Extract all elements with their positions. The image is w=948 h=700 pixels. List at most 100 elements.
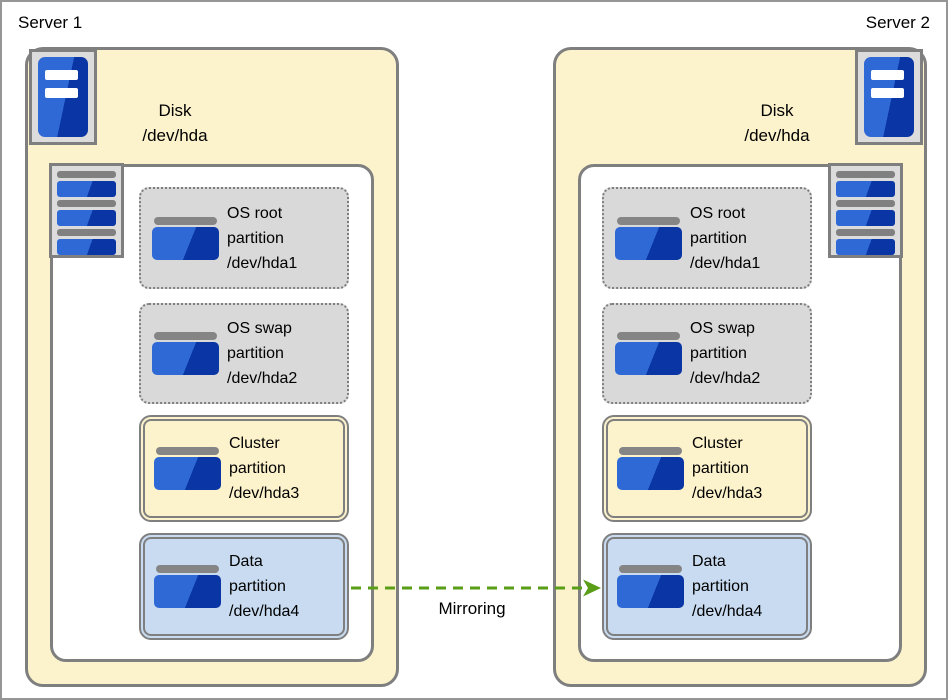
partition-content: Cluster partition /dev/hda3 <box>606 419 808 518</box>
partition-title: Data <box>229 553 263 570</box>
partition-data: Data partition /dev/hda4 <box>139 533 349 640</box>
partition-icon-lid <box>619 565 682 573</box>
partition-content: Data partition /dev/hda4 <box>143 537 345 636</box>
partition-subtitle: partition <box>229 578 286 595</box>
partition-content: OS swap partition /dev/hda2 <box>141 305 347 402</box>
partition-content: OS root partition /dev/hda1 <box>604 189 810 287</box>
partition-os-root: OS root partition /dev/hda1 <box>602 187 812 289</box>
partition-content: OS swap partition /dev/hda2 <box>604 305 810 402</box>
partition-subtitle: partition <box>690 229 747 247</box>
platter-separator <box>57 229 116 236</box>
partition-title: OS root <box>690 204 746 222</box>
partition-title: OS swap <box>227 320 292 337</box>
partition-icon-lid <box>619 447 682 455</box>
partition-icon <box>154 447 221 490</box>
platter-bar <box>57 181 116 197</box>
partition-content: Data partition /dev/hda4 <box>606 537 808 636</box>
partition-icon-lid <box>156 565 219 573</box>
partition-content: Cluster partition /dev/hda3 <box>143 419 345 518</box>
partition-os-swap: OS swap partition /dev/hda2 <box>139 303 349 404</box>
partition-icon-body <box>152 342 219 375</box>
partition-subtitle: partition <box>692 460 749 477</box>
partition-device: /dev/hda2 <box>690 370 761 387</box>
partition-title: Cluster <box>692 435 743 452</box>
partition-icon <box>152 216 219 260</box>
platter-separator <box>836 171 895 178</box>
platter-separator <box>836 229 895 236</box>
partition-icon-lid <box>617 216 680 225</box>
partition-icon <box>615 216 682 260</box>
disk-label-line2: /dev/hda <box>142 126 208 145</box>
platter-bar <box>57 239 116 255</box>
partition-icon-body <box>615 226 682 260</box>
partition-content: OS root partition /dev/hda1 <box>141 189 347 287</box>
partition-cluster: Cluster partition /dev/hda3 <box>602 415 812 522</box>
partition-subtitle: partition <box>227 229 284 247</box>
partition-text: Data partition /dev/hda4 <box>229 549 299 624</box>
partition-device: /dev/hda1 <box>227 254 298 272</box>
partition-title: OS root <box>227 204 283 222</box>
platter-bar <box>836 239 895 255</box>
partition-text: OS root partition /dev/hda1 <box>690 201 760 276</box>
partition-device: /dev/hda4 <box>229 603 300 620</box>
partition-icon-body <box>152 226 219 260</box>
partition-text: OS root partition /dev/hda1 <box>227 201 297 276</box>
platter-separator <box>57 171 116 178</box>
partition-subtitle: partition <box>692 578 749 595</box>
partition-icon-lid <box>154 216 217 225</box>
server-slot-bar <box>45 70 78 80</box>
partition-os-swap: OS swap partition /dev/hda2 <box>602 303 812 404</box>
partition-device: /dev/hda2 <box>227 370 298 387</box>
partition-icon-body <box>154 457 221 490</box>
partition-subtitle: partition <box>227 345 284 362</box>
partition-subtitle: partition <box>229 460 286 477</box>
partition-icon-body <box>615 342 682 375</box>
partition-os-root: OS root partition /dev/hda1 <box>139 187 349 289</box>
partition-text: Cluster partition /dev/hda3 <box>229 431 299 506</box>
disk-stack-icon <box>49 163 124 258</box>
partition-icon-body <box>617 457 684 490</box>
server2-box: Disk /dev/hda OS root <box>553 47 927 687</box>
partition-icon <box>617 447 684 490</box>
disk-label-line1: Disk <box>158 101 192 120</box>
partition-icon <box>615 332 682 375</box>
platter-bar <box>836 181 895 197</box>
partition-text: Data partition /dev/hda4 <box>692 549 762 624</box>
server2-disk-box: OS root partition /dev/hda1 OS swap part… <box>578 163 903 662</box>
partition-icon-lid <box>154 332 217 340</box>
server1-label: Server 1 <box>18 13 83 32</box>
disk-stack-icon <box>828 163 903 258</box>
partition-text: Cluster partition /dev/hda3 <box>692 431 762 506</box>
disk-label-line1: Disk <box>760 101 794 120</box>
partition-title: Data <box>692 553 726 570</box>
partition-icon <box>617 565 684 608</box>
partition-title: Cluster <box>229 435 280 452</box>
platter-bar <box>57 210 116 226</box>
partition-device: /dev/hda1 <box>690 254 761 272</box>
partition-text: OS swap partition /dev/hda2 <box>227 316 297 391</box>
server-slot-bar <box>45 88 78 98</box>
disk-label-line2: /dev/hda <box>744 126 810 145</box>
server-tower-shape <box>38 57 88 137</box>
partition-icon-lid <box>156 447 219 455</box>
server-slot-bar <box>871 88 904 98</box>
partition-cluster: Cluster partition /dev/hda3 <box>139 415 349 522</box>
server-slot-bar <box>871 70 904 80</box>
server-tower-shape <box>864 57 914 137</box>
server2-disk-label: Disk /dev/hda <box>667 98 887 148</box>
mirroring-label: Mirroring <box>438 599 506 618</box>
partition-icon-lid <box>617 332 680 340</box>
partition-device: /dev/hda3 <box>229 485 300 502</box>
partition-icon-body <box>617 575 684 608</box>
partition-title: OS swap <box>690 320 755 337</box>
partition-data: Data partition /dev/hda4 <box>602 533 812 640</box>
server-icon <box>855 49 923 145</box>
platter-bar <box>836 210 895 226</box>
platter-separator <box>57 200 116 207</box>
server1-disk-label: Disk /dev/hda <box>65 98 285 148</box>
partition-device: /dev/hda3 <box>692 485 763 502</box>
partition-device: /dev/hda4 <box>692 603 763 620</box>
partition-icon-body <box>154 575 221 608</box>
platter-separator <box>836 200 895 207</box>
